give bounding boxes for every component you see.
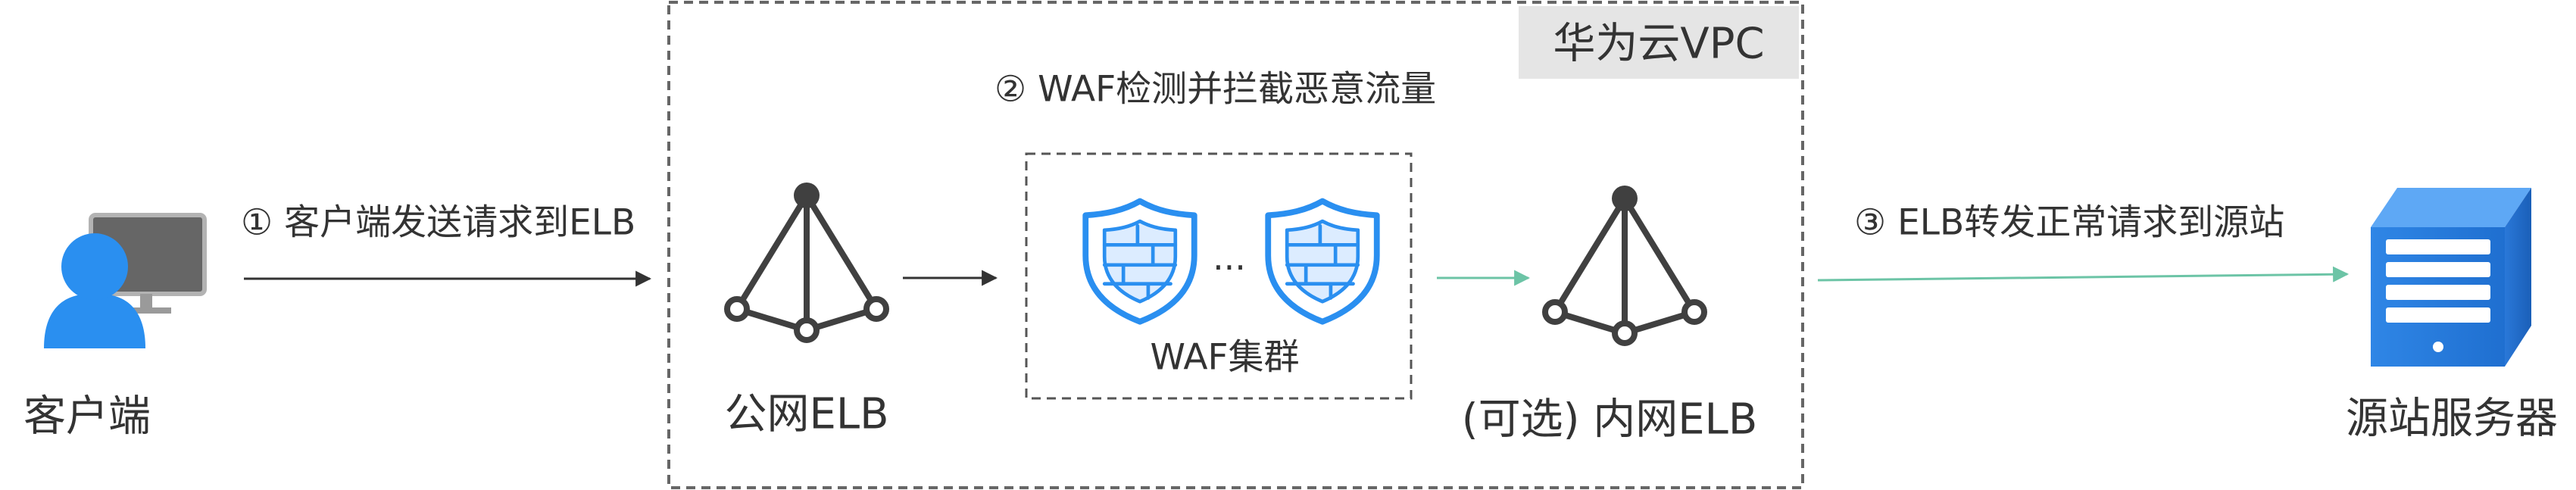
waf-shield-icon-1: [1085, 201, 1194, 322]
waf-cluster-box: [1025, 152, 1413, 400]
client-label: 客户端: [23, 392, 151, 442]
waf-cluster-label: WAF集群: [1150, 337, 1299, 379]
internal-elb-label: (可选) 内网ELB: [1462, 395, 1758, 445]
public-elb-label: 公网ELB: [725, 390, 889, 439]
waf-ellipsis: ...: [1213, 237, 1246, 278]
server-icon: [2371, 188, 2531, 367]
step3-label: ③ ELB转发正常请求到源站: [1854, 202, 2284, 244]
user-computer-icon: [44, 213, 207, 348]
waf-shield-icon-2: [1268, 201, 1377, 322]
arrow-internal-elb-to-origin: [1817, 266, 2350, 282]
origin-server-label: 源站服务器: [2346, 395, 2558, 444]
step1-label: ① 客户端发送请求到ELB: [241, 202, 635, 244]
vpc-label: 华为云VPC: [1553, 20, 1764, 69]
vpc-label-background: [1519, 6, 1799, 79]
step2-label: ② WAF检测并拦截恶意流量: [994, 69, 1436, 111]
user-icon: [44, 233, 145, 348]
internal-elb-icon: [1545, 186, 1704, 343]
public-elb-icon: [727, 183, 886, 340]
vpc-boundary: [667, 1, 1804, 489]
